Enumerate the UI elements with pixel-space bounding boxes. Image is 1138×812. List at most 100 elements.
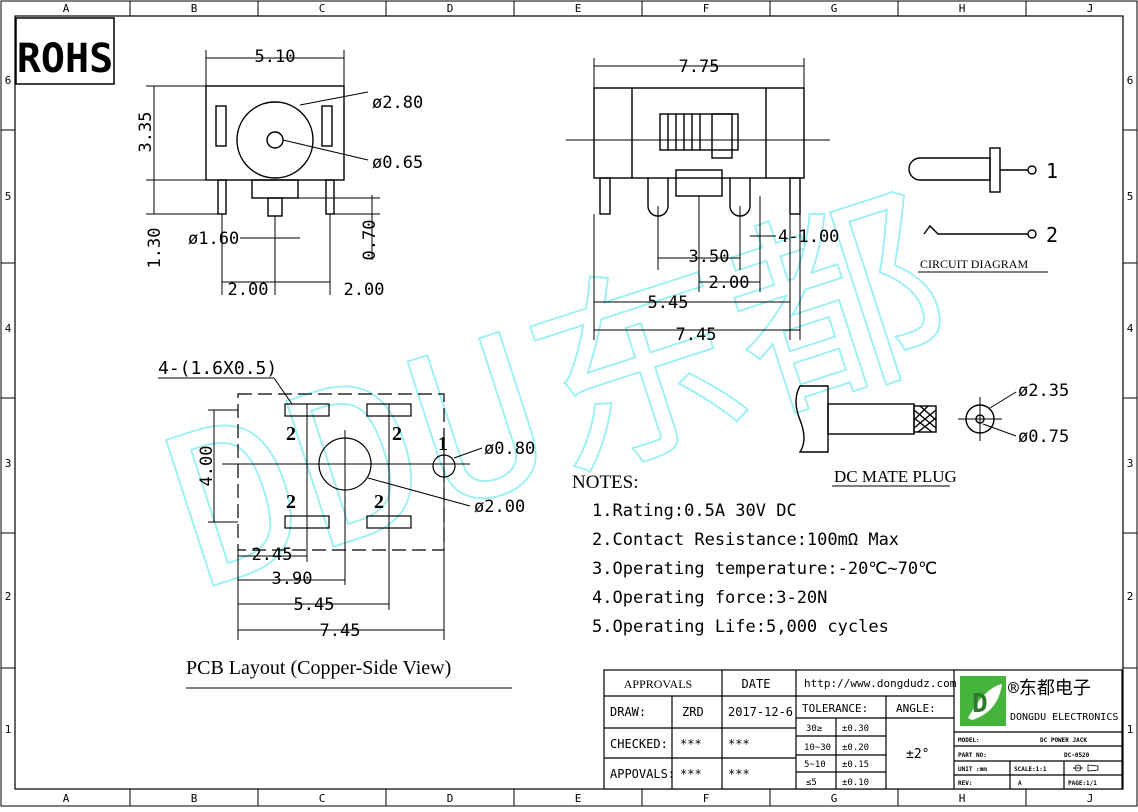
angle-header: ANGLE: — [896, 702, 936, 715]
dim-745: 7.45 — [320, 621, 361, 641]
col-label: C — [319, 2, 326, 15]
dim-plug-outer: ø2.35 — [1018, 381, 1069, 401]
angle-value: ±2° — [906, 747, 929, 762]
rohs-label: ROHS — [17, 36, 113, 82]
row-label: 6 — [5, 74, 12, 87]
side-view-dims: 7.75 3.50 2.00 5.45 7.45 4-1.00 — [648, 57, 840, 345]
col-label: H — [959, 792, 966, 805]
logo-letter: D — [972, 689, 988, 719]
dim-hole-outer: ø2.80 — [372, 93, 423, 113]
tol-range: 5~10 — [804, 760, 826, 770]
top-view — [146, 50, 380, 295]
dim-width: 7.75 — [679, 57, 720, 77]
notes: NOTES: 1.Rating:0.5A 30V DC 2.Contact Re… — [572, 472, 937, 637]
unit-label: UNIT :mm — [958, 766, 987, 773]
company-en: DONGDU ELECTRONICS — [1010, 712, 1118, 723]
notes-title: NOTES: — [572, 472, 639, 493]
pcb-layout — [158, 377, 512, 689]
rev-value: A — [1018, 780, 1022, 787]
circuit-diagram — [908, 147, 1048, 273]
col-label: H — [959, 2, 966, 15]
approvals-header: APPROVALS — [624, 677, 692, 691]
row-label: 3 — [5, 457, 12, 470]
dim-350: 3.50 — [689, 247, 730, 267]
model-value: DC POWER JACK — [1040, 737, 1087, 744]
pin-2-label: 2 — [1046, 223, 1058, 247]
date-header: DATE — [742, 677, 771, 691]
dim-pitch-right: 2.00 — [344, 280, 385, 300]
row-label: 3 — [1127, 457, 1134, 470]
dim-pin-dia: ø1.60 — [188, 229, 239, 249]
col-label: A — [63, 2, 70, 15]
tol-value: ±0.10 — [842, 778, 869, 788]
col-label: F — [703, 792, 710, 805]
tol-range: 30≥ — [806, 724, 823, 734]
title-block — [603, 669, 1123, 790]
dim-pin-len: 1.30 — [145, 228, 165, 269]
side-view — [566, 58, 830, 340]
circuit-labels: 1 2 CIRCUIT DIAGRAM — [920, 159, 1058, 271]
row-label: 1 — [1127, 723, 1134, 736]
col-label: E — [575, 2, 582, 15]
dim-545: 5.45 — [294, 595, 335, 615]
pcb-labels: 4-(1.6X0.5) 2 2 2 2 1 4.00 ø0.80 ø2.00 2… — [158, 358, 535, 679]
dim-height: 3.35 — [136, 112, 156, 153]
note-item: 2.Contact Resistance:100mΩ Max — [592, 530, 899, 550]
dim-height: 4.00 — [197, 446, 217, 487]
note-item: 5.Operating Life:5,000 cycles — [592, 617, 889, 637]
dim-hole-big: ø2.00 — [474, 497, 525, 517]
url: http://www.dongdudz.com — [804, 677, 957, 690]
dim-745: 7.45 — [676, 325, 717, 345]
row-label: 4 — [1127, 322, 1134, 335]
dim-390: 3.90 — [272, 569, 313, 589]
model-label: MODEL: — [958, 737, 980, 744]
scale-label: SCALE:1:1 — [1014, 766, 1047, 773]
col-label: J — [1087, 792, 1094, 805]
pcb-title: PCB Layout (Copper-Side View) — [186, 657, 451, 679]
col-label: A — [63, 792, 70, 805]
row-label: 2 — [5, 590, 12, 603]
appovals-name: *** — [680, 767, 702, 781]
row-label: 6 — [1127, 74, 1134, 87]
draw-name: ZRD — [682, 705, 704, 719]
projection-symbol-icon — [1073, 764, 1099, 772]
dim-hole-inner: ø0.65 — [372, 153, 423, 173]
col-label: D — [447, 2, 454, 15]
dc-mate-plug — [795, 385, 1017, 487]
dim-245: 2.45 — [252, 545, 293, 565]
rohs-box — [15, 17, 115, 85]
pads-label: 4-(1.6X0.5) — [158, 358, 277, 379]
part-value: DC-0520 — [1064, 752, 1090, 759]
plug-title: DC MATE PLUG — [834, 467, 957, 486]
leaf-icon — [968, 684, 1002, 720]
dim-hole-small: ø0.80 — [484, 439, 535, 459]
checked-label: CHECKED: — [610, 737, 668, 751]
title-block-text: APPROVALS DATE http://www.dongdudz.com D… — [610, 677, 1118, 788]
tol-range: ≤5 — [806, 778, 817, 788]
part-label: PART NO: — [958, 752, 987, 759]
company-cn: ®东都电子 — [1008, 678, 1091, 699]
col-label: D — [447, 792, 454, 805]
pad-number: 1 — [438, 433, 448, 455]
pad-number: 2 — [374, 491, 384, 513]
col-label: F — [703, 2, 710, 15]
top-view-dims: 5.10 3.35 ø2.80 ø0.65 ø1.60 1.30 0.70 2.… — [136, 47, 423, 300]
pin-1-label: 1 — [1046, 159, 1058, 183]
circuit-title: CIRCUIT DIAGRAM — [920, 257, 1028, 271]
dim-width: 5.10 — [255, 47, 296, 67]
tolerance-header: TOLERANCE: — [802, 702, 868, 715]
page-label: PAGE:1/1 — [1068, 780, 1097, 787]
col-label: G — [831, 2, 838, 15]
appovals-date: *** — [728, 767, 750, 781]
note-item: 1.Rating:0.5A 30V DC — [592, 501, 797, 521]
plug-labels: ø2.35 ø0.75 DC MATE PLUG — [834, 381, 1069, 486]
pad-number: 2 — [392, 423, 402, 445]
col-label: B — [191, 2, 198, 15]
row-label: 5 — [5, 190, 12, 203]
checked-date: *** — [728, 737, 750, 751]
row-label: 1 — [5, 723, 12, 736]
tol-range: 10~30 — [804, 743, 831, 753]
logo: D — [960, 676, 1006, 726]
